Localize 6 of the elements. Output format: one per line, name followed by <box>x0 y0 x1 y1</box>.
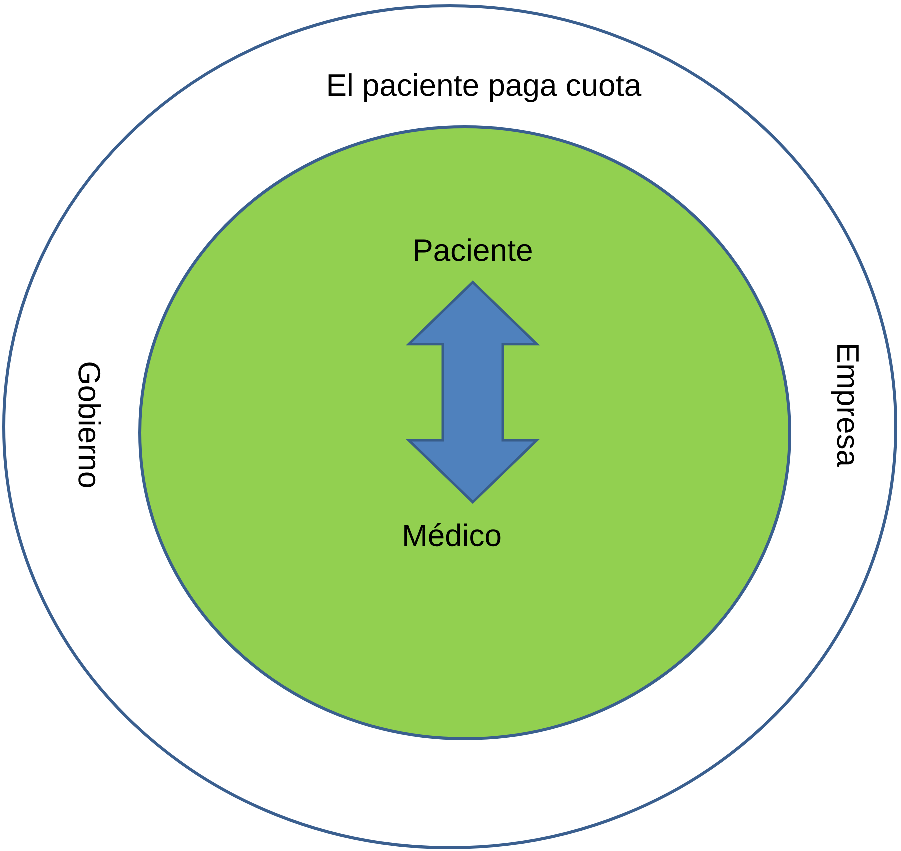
label: Paciente <box>415 238 532 262</box>
circle <box>138 126 792 740</box>
ring-label: El paciente paga cuota <box>328 74 642 102</box>
ring-label: Gobierno <box>78 362 102 488</box>
ring-label: Empresa <box>831 346 859 468</box>
label: Médico <box>404 523 501 547</box>
